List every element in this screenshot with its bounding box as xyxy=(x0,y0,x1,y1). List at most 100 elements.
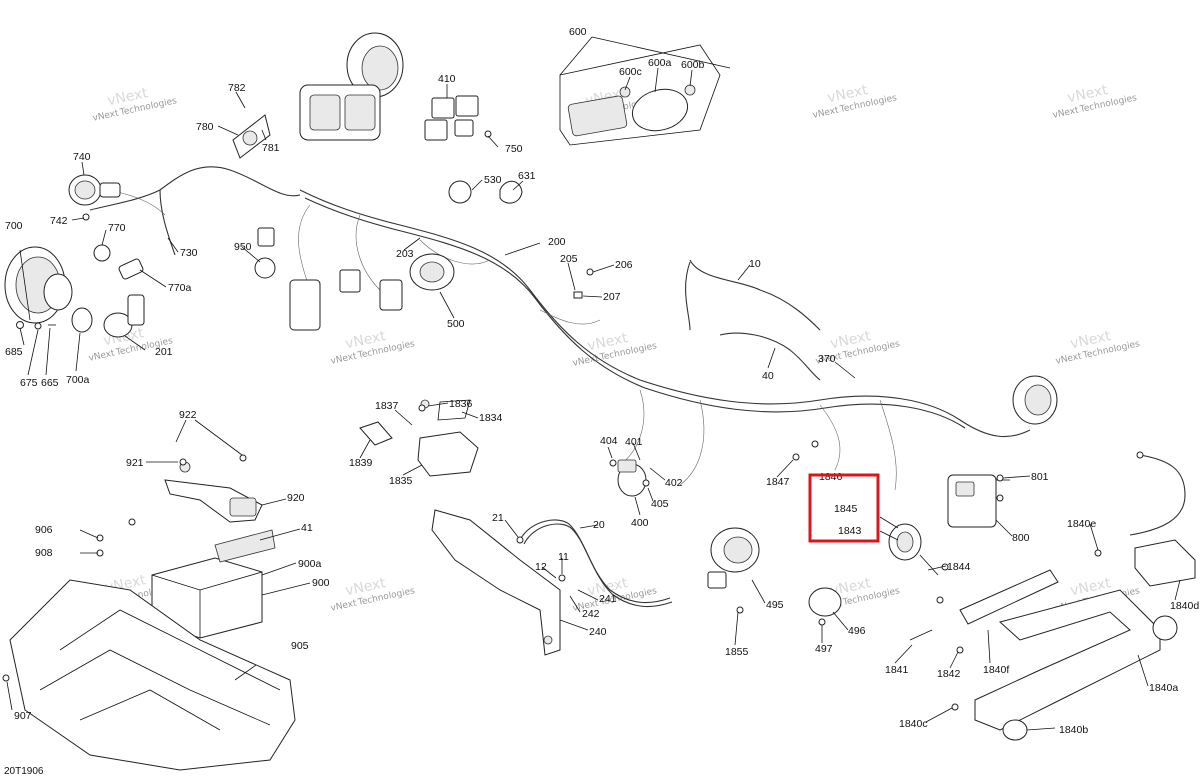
harness-1840e xyxy=(1129,454,1186,536)
module-800 xyxy=(947,474,1010,528)
watermarks: vNext vNext Technologies vNext vNext Tec… xyxy=(88,82,1141,614)
part-label-631: 631 xyxy=(518,170,536,182)
part-label-1840e: 1840e xyxy=(1067,518,1096,530)
part-label-1844: 1844 xyxy=(947,561,971,573)
part-label-905: 905 xyxy=(291,640,309,652)
part-label-201: 201 xyxy=(155,346,173,358)
bracket-240 xyxy=(431,509,561,656)
watermark: vNext vNext Technologies xyxy=(330,328,416,367)
part-label-600: 600 xyxy=(569,26,587,38)
part-label-781: 781 xyxy=(262,142,280,154)
part-label-750: 750 xyxy=(505,143,523,155)
part-label-675: 675 xyxy=(20,377,38,389)
connector-770a xyxy=(118,258,144,280)
part-label-700a: 700a xyxy=(66,374,90,386)
part-label-921: 921 xyxy=(126,457,144,469)
part-label-1834: 1834 xyxy=(479,412,503,424)
part-label-1855: 1855 xyxy=(725,646,749,658)
part-label-405: 405 xyxy=(651,498,669,510)
rear-rack-1840a xyxy=(974,589,1178,741)
part-label-11: 11 xyxy=(558,551,569,563)
part-label-740: 740 xyxy=(73,151,91,163)
part-label-1837: 1837 xyxy=(375,400,399,412)
part-label-205: 205 xyxy=(560,253,578,265)
part-label-1836: 1836 xyxy=(449,398,473,410)
relays-410 xyxy=(424,95,479,141)
part-label-950: 950 xyxy=(234,241,252,253)
headlight-700 xyxy=(4,246,73,324)
part-label-495: 495 xyxy=(766,599,784,611)
part-label-907: 907 xyxy=(14,710,32,722)
part-label-200: 200 xyxy=(548,236,566,248)
part-label-203: 203 xyxy=(396,248,414,260)
diagram-code: 20T1906 xyxy=(4,766,44,777)
part-label-900: 900 xyxy=(312,577,330,589)
watermark: vNext vNext Technologies xyxy=(812,82,898,121)
bulb-700a xyxy=(71,307,93,333)
part-label-770: 770 xyxy=(108,222,126,234)
part-label-10: 10 xyxy=(749,258,761,270)
part-label-800: 800 xyxy=(1012,532,1030,544)
battery-tray-905 xyxy=(9,579,296,771)
part-label-600c: 600c xyxy=(619,66,642,78)
part-label-1846: 1846 xyxy=(819,471,843,483)
highlight-box xyxy=(808,473,880,543)
part-label-496: 496 xyxy=(848,625,866,637)
watermark: vNext vNext Technologies xyxy=(1052,82,1138,121)
part-label-1847: 1847 xyxy=(766,476,790,488)
socket-950 xyxy=(254,257,276,279)
part-label-922: 922 xyxy=(179,409,197,421)
left-harness xyxy=(89,166,301,211)
part-label-685: 685 xyxy=(5,346,23,358)
watermark: vNext vNext Technologies xyxy=(1055,328,1141,367)
watermark-text: vNext xyxy=(88,348,116,363)
part-label-770a: 770a xyxy=(168,282,192,294)
actuator-400 xyxy=(617,459,647,497)
part-label-900a: 900a xyxy=(298,558,322,570)
watermark-text: vNext xyxy=(1052,105,1080,120)
part-label-240: 240 xyxy=(589,626,607,638)
part-drawings xyxy=(2,32,1196,771)
part-label-600a: 600a xyxy=(648,57,672,69)
switch-assembly-1835 xyxy=(359,399,479,477)
fasteners xyxy=(2,130,1144,711)
bracket-1840f xyxy=(959,569,1059,625)
part-label-410: 410 xyxy=(438,73,456,85)
watermark: vNext vNext Technologies xyxy=(330,575,416,614)
part-label-1840d: 1840d xyxy=(1170,600,1199,612)
part-label-700: 700 xyxy=(5,220,23,232)
part-label-1839: 1839 xyxy=(349,457,373,469)
part-label-21: 21 xyxy=(492,512,504,524)
main-harness xyxy=(298,189,1031,491)
part-label-665: 665 xyxy=(41,377,59,389)
part-label-241: 241 xyxy=(599,593,617,605)
headlight-top xyxy=(299,32,404,141)
part-label-730: 730 xyxy=(180,247,198,259)
light-370 xyxy=(1012,375,1058,425)
part-label-207: 207 xyxy=(603,291,621,303)
ignition-500 xyxy=(409,253,455,291)
watermark-text: vNext xyxy=(1055,351,1083,366)
part-label-600b: 600b xyxy=(681,59,705,71)
part-label-742: 742 xyxy=(50,215,68,227)
part-label-801: 801 xyxy=(1031,471,1049,483)
part-label-402: 402 xyxy=(665,477,683,489)
part-label-920: 920 xyxy=(287,492,305,504)
part-label-1840a: 1840a xyxy=(1149,682,1178,694)
part-label-206: 206 xyxy=(615,259,633,271)
actuator-1845 xyxy=(888,523,939,576)
part-label-1841: 1841 xyxy=(885,664,909,676)
horn-496 xyxy=(808,587,842,617)
watermark-text: vNext xyxy=(330,351,358,366)
part-label-404: 404 xyxy=(600,435,618,447)
light-1840d xyxy=(1134,539,1196,587)
bulb-770 xyxy=(93,244,111,262)
part-label-782: 782 xyxy=(228,82,246,94)
part-label-20: 20 xyxy=(593,519,605,531)
part-label-908: 908 xyxy=(35,547,53,559)
part-label-242: 242 xyxy=(582,608,600,620)
watermark-text: vNext xyxy=(812,105,840,120)
watermark-text: vNext xyxy=(92,108,120,123)
part-label-500: 500 xyxy=(447,318,465,330)
